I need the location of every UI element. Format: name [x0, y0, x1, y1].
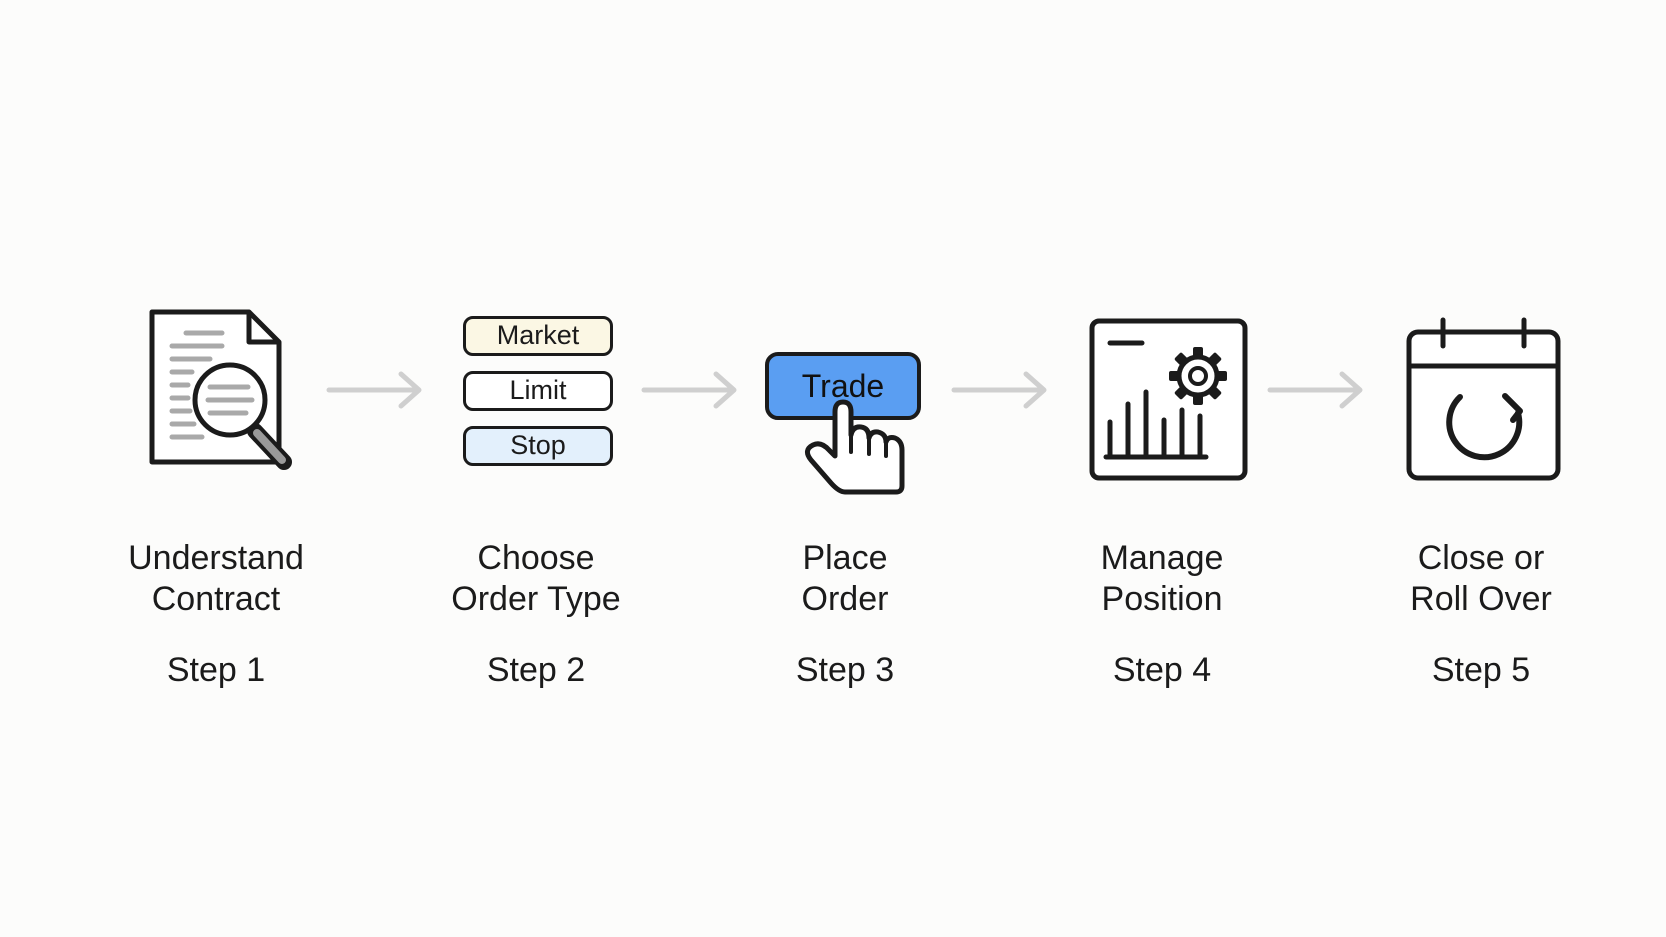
- order-option-stop: Stop: [463, 426, 613, 466]
- step-2-label-line2: Order Type: [451, 580, 621, 618]
- step-2-label-line1: Choose: [477, 539, 595, 577]
- step-4-icon-area: [1062, 300, 1262, 520]
- arrow-right-icon: [951, 371, 1047, 409]
- step-3-label-line1: Place: [802, 539, 888, 577]
- chart-gear-icon: [1089, 318, 1248, 481]
- arrow-right-icon: [1267, 371, 1363, 409]
- step-3-number: Step 3: [795, 651, 895, 689]
- step-2: Market Limit Stop Choose Order Type Step…: [426, 300, 646, 690]
- step-5: Close or Roll Over Step 5: [1371, 300, 1591, 690]
- step-4-label-line1: Manage: [1100, 539, 1224, 577]
- step-1-label-line2: Contract: [151, 580, 281, 618]
- arrow-right-icon: [641, 371, 737, 409]
- step-4: Manage Position Step 4: [1052, 300, 1272, 690]
- step-1-label-line1: Understand: [128, 539, 304, 577]
- step-3-label: Place Order: [802, 538, 889, 620]
- order-option-market: Market: [463, 316, 613, 356]
- step-1-number: Step 1: [166, 651, 266, 689]
- step-5-label: Close or Roll Over: [1410, 538, 1552, 620]
- hand-pointer-icon: [805, 399, 905, 495]
- step-5-label-line1: Close or: [1417, 539, 1545, 577]
- step-4-label: Manage Position: [1101, 538, 1224, 620]
- step-5-label-line2: Roll Over: [1410, 580, 1552, 618]
- step-4-label-line2: Position: [1101, 580, 1223, 618]
- calendar-refresh-icon: [1406, 317, 1561, 481]
- step-1: Understand Contract Step 1: [106, 300, 326, 690]
- step-3: Trade Place Order Step 3: [735, 300, 955, 690]
- arrow-right-icon: [326, 371, 422, 409]
- order-option-limit: Limit: [463, 371, 613, 411]
- step-1-label: Understand Contract: [128, 538, 304, 620]
- order-type-list-icon: Market Limit Stop: [436, 300, 636, 520]
- step-1-icon-area: [116, 300, 316, 520]
- step-5-icon-area: [1381, 300, 1581, 520]
- step-2-number: Step 2: [486, 651, 586, 689]
- step-4-number: Step 4: [1112, 651, 1212, 689]
- step-2-label: Choose Order Type: [451, 538, 620, 620]
- step-3-label-line2: Order: [801, 580, 889, 618]
- document-magnifier-icon: [149, 309, 292, 470]
- step-5-number: Step 5: [1431, 651, 1531, 689]
- trade-button-cursor-icon: Trade: [745, 300, 945, 520]
